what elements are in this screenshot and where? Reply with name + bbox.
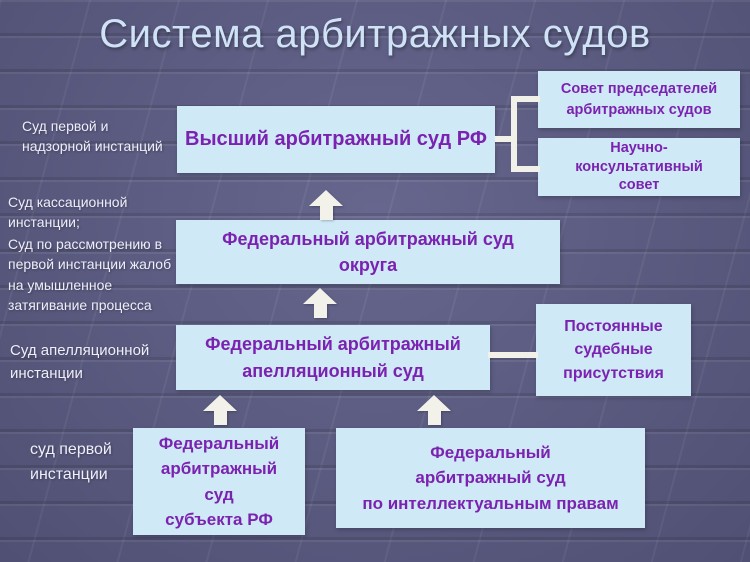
node-intellectual-property-court: Федеральный арбитражный суд по интеллект… <box>336 428 645 528</box>
label-appeal-instance: Суд апелляционной инстанции <box>10 342 150 382</box>
up-arrow-stem <box>313 304 327 318</box>
up-arrow-stem <box>213 411 227 425</box>
up-arrow-stem <box>427 411 441 425</box>
up-arrow-head <box>309 190 343 206</box>
node-council-of-chairmen: Совет председателей арбитражных судов <box>538 71 740 128</box>
label-cassation-instance: Суд кассационной инстанции; <box>8 194 128 231</box>
node-federal-court-of-subject: Федеральный арбитражный суд субъекта РФ <box>133 428 305 535</box>
connector-councils-vertical <box>511 96 517 172</box>
up-arrow-icon <box>203 395 237 425</box>
node-supreme-arbitration-court: Высший арбитражный суд РФ <box>177 106 495 173</box>
connector-to-council-of-chairmen <box>511 96 540 102</box>
label-first-nadzor-instance: Суд первой и надзорной инстанций <box>22 118 163 155</box>
label-first-instance: суд первой инстанции <box>30 441 112 483</box>
node-scientific-advisory-council: Научно- консультативный совет <box>538 138 740 196</box>
connector-appeal-to-presences <box>488 352 538 358</box>
up-arrow-head <box>417 395 451 411</box>
up-arrow-icon <box>417 395 451 425</box>
connector-vas-to-councils <box>495 136 515 142</box>
up-arrow-head <box>203 395 237 411</box>
up-arrow-icon <box>309 190 343 220</box>
up-arrow-icon <box>303 288 337 318</box>
node-federal-appeal-court: Федеральный арбитражный апелляционный су… <box>176 325 490 390</box>
up-arrow-head <box>303 288 337 304</box>
page-title: Система арбитражных судов <box>99 12 651 56</box>
up-arrow-stem <box>319 206 333 220</box>
label-first-instance-complaints: Суд по рассмотрению в первой инстанции ж… <box>8 236 172 313</box>
connector-to-scientific-council <box>511 166 540 172</box>
node-federal-district-court: Федеральный арбитражный суд округа <box>176 220 560 284</box>
node-permanent-judicial-presences: Постоянные судебные присутствия <box>536 304 691 396</box>
